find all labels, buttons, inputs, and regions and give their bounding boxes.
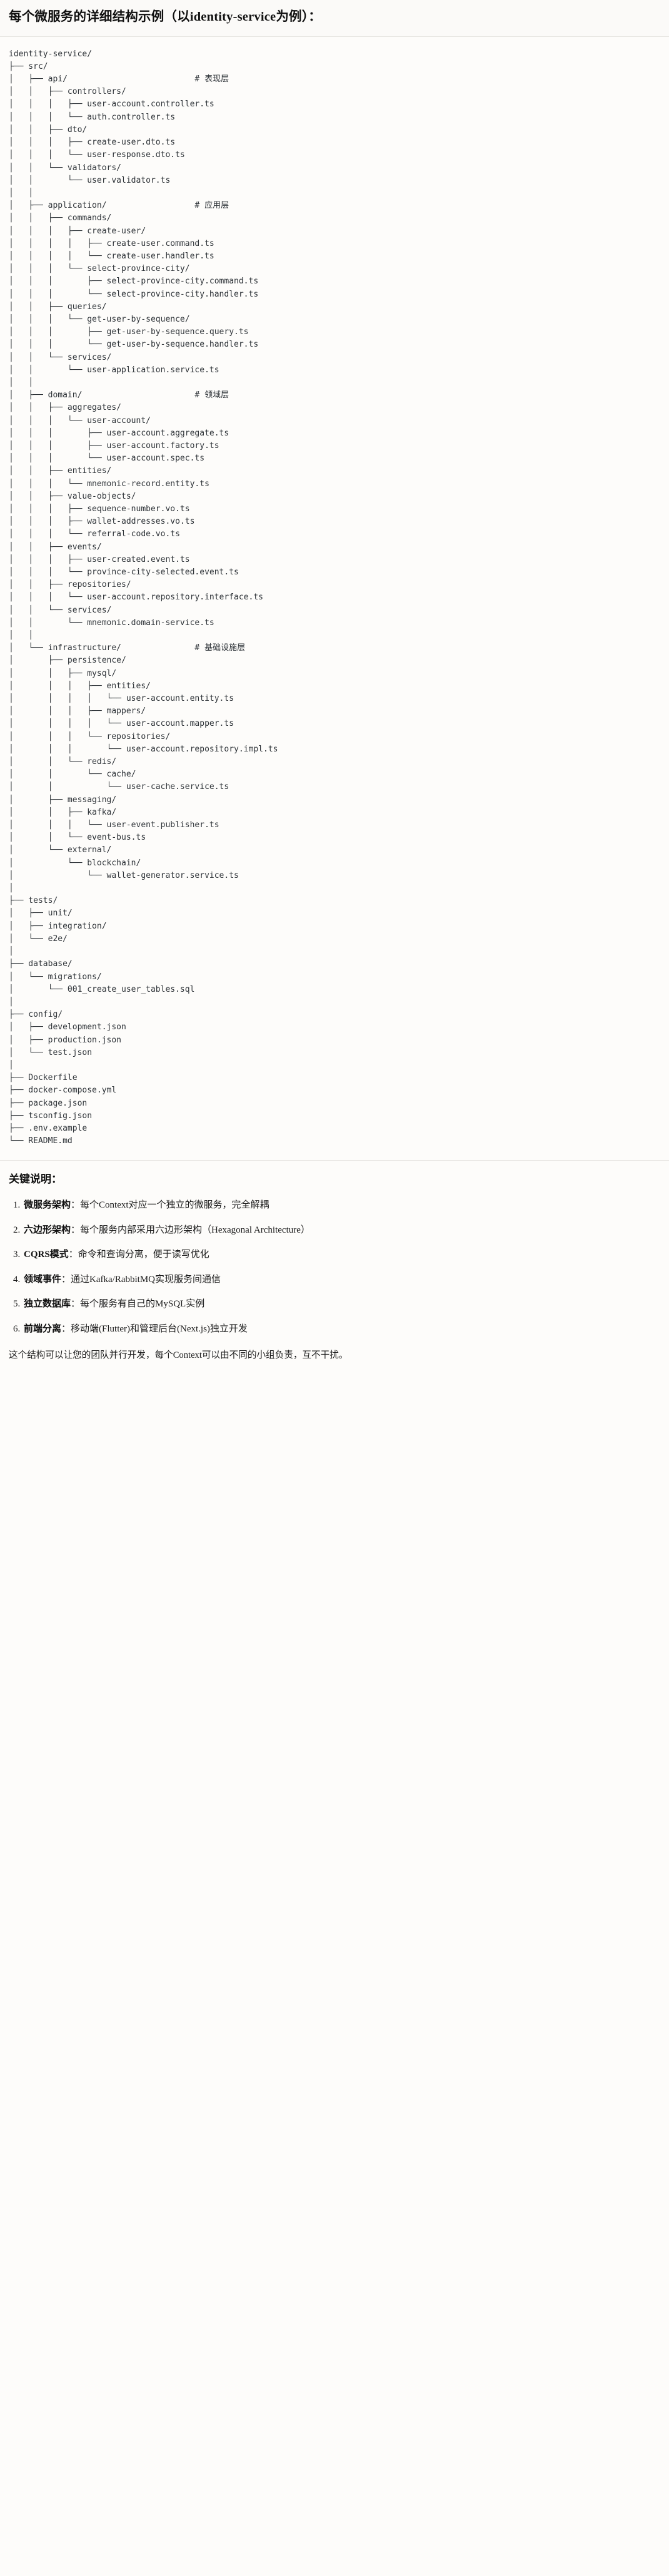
note-separator: ： xyxy=(71,1200,81,1211)
list-item: 六边形架构：每个服务内部采用六边形架构（Hexagonal Architectu… xyxy=(23,1223,660,1238)
note-term: 独立数据库 xyxy=(24,1299,71,1310)
directory-tree-block: identity-service/ ├── src/ │ ├── api/ # … xyxy=(0,36,669,1161)
note-description: 每个服务内部采用六边形架构（Hexagonal Architecture） xyxy=(80,1224,310,1235)
note-description: 移动端(Flutter)和管理后台(Next.js)独立开发 xyxy=(71,1323,248,1334)
directory-tree: identity-service/ ├── src/ │ ├── api/ # … xyxy=(9,49,278,1146)
list-item: 领域事件：通过Kafka/RabbitMQ实现服务间通信 xyxy=(23,1273,660,1287)
page-root: 每个微服务的详细结构示例（以identity-service为例）： ident… xyxy=(0,0,669,1377)
header-section: 每个微服务的详细结构示例（以identity-service为例）： xyxy=(0,0,669,37)
note-term: 前端分离 xyxy=(24,1323,62,1334)
note-description: 每个服务有自己的MySQL实例 xyxy=(80,1299,205,1310)
note-separator: ： xyxy=(71,1224,81,1235)
key-notes-heading: 关键说明： xyxy=(9,1173,62,1186)
list-item: 独立数据库：每个服务有自己的MySQL实例 xyxy=(23,1297,660,1311)
note-term: 微服务架构 xyxy=(24,1200,71,1211)
note-term: 六边形架构 xyxy=(24,1224,71,1235)
page-title: 每个微服务的详细结构示例（以identity-service为例）： xyxy=(9,10,321,24)
note-term: 领域事件 xyxy=(24,1274,62,1285)
key-notes-list: 微服务架构：每个Context对应一个独立的微服务，完全解耦 六边形架构：每个服… xyxy=(9,1198,660,1336)
note-description: 每个Context对应一个独立的微服务，完全解耦 xyxy=(80,1200,269,1211)
note-term: CQRS模式 xyxy=(24,1250,69,1260)
list-item: 前端分离：移动端(Flutter)和管理后台(Next.js)独立开发 xyxy=(23,1322,660,1336)
list-item: CQRS模式：命令和查询分离，便于读写优化 xyxy=(23,1248,660,1262)
closing-paragraph: 这个结构可以让您的团队并行开发，每个Context可以由不同的小组负责，互不干扰… xyxy=(9,1350,348,1361)
note-description: 通过Kafka/RabbitMQ实现服务间通信 xyxy=(71,1274,221,1285)
note-separator: ： xyxy=(68,1250,78,1260)
note-separator: ： xyxy=(61,1274,71,1285)
note-separator: ： xyxy=(61,1323,71,1334)
note-description: 命令和查询分离，便于读写优化 xyxy=(78,1250,209,1260)
note-separator: ： xyxy=(71,1299,81,1310)
key-notes-section: 关键说明： 微服务架构：每个Context对应一个独立的微服务，完全解耦 六边形… xyxy=(0,1161,669,1377)
list-item: 微服务架构：每个Context对应一个独立的微服务，完全解耦 xyxy=(23,1198,660,1213)
